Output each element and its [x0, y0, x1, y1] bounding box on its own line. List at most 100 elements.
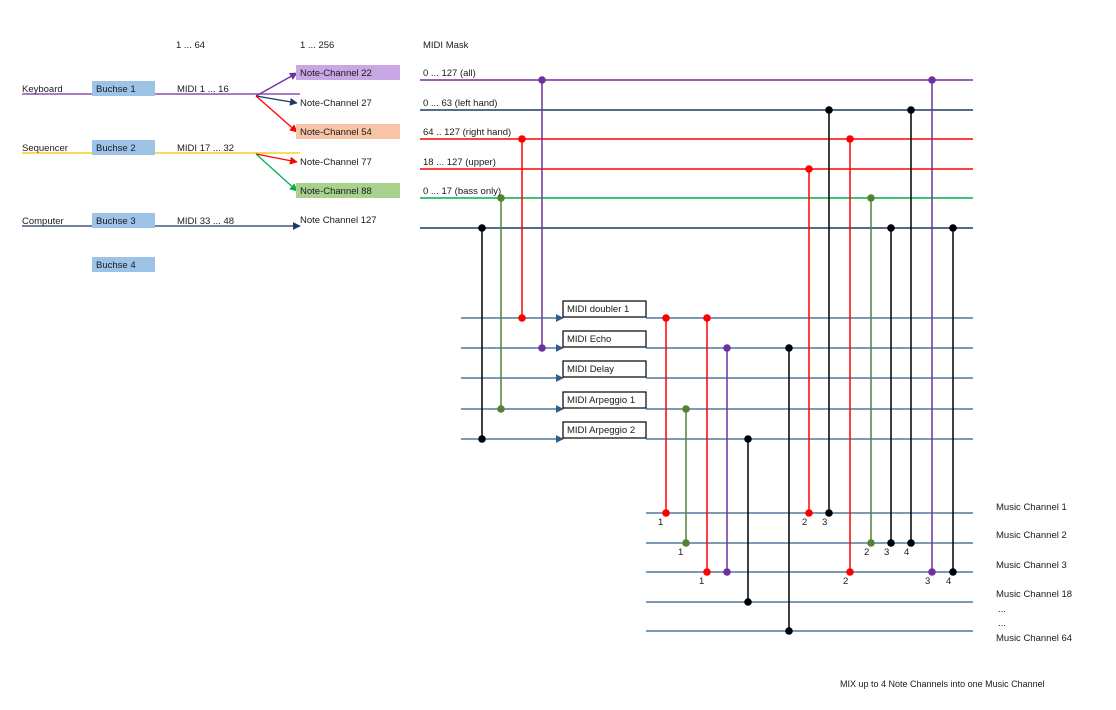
note-to-music-end-3 [846, 568, 854, 576]
effect-to-music-end-6 [785, 627, 793, 635]
effect-label-5: MIDI Arpeggio 2 [567, 425, 635, 436]
input-range-3: MIDI 33 ... 48 [177, 216, 234, 227]
note-to-music-start-6 [907, 106, 915, 114]
music-channel-label-5: Music Channel 64 [996, 633, 1072, 644]
note-to-effect-start-2 [497, 194, 505, 202]
midi-mask-2: 0 ... 63 (left hand) [423, 98, 497, 109]
fanout-arrow-1 [255, 72, 298, 97]
note-to-music-end-8 [949, 568, 957, 576]
note-to-music-num-2: 3 [822, 517, 827, 528]
note-to-effect-end-2 [497, 405, 505, 413]
effect-label-1: MIDI doubler 1 [567, 304, 629, 315]
midi-mask-3: 64 .. 127 (right hand) [423, 127, 511, 138]
effect-to-music-end-3 [703, 568, 711, 576]
effect-box-3 [562, 360, 647, 378]
note-channel-label-3: Note-Channel 54 [300, 127, 372, 138]
socket-label-3: Buchse 3 [96, 216, 136, 227]
effect-to-music-num-2: 1 [678, 547, 683, 558]
fanout-arrow-3 [255, 95, 298, 133]
note-to-music-end-6 [907, 539, 915, 547]
header-range-256: 1 ... 256 [300, 40, 334, 51]
music-channel-label-1: Music Channel 1 [996, 502, 1067, 513]
socket-label-1: Buchse 1 [96, 84, 136, 95]
note-to-music-start-2 [825, 106, 833, 114]
music-ellipsis-2: ... [998, 618, 1006, 629]
note-channel-label-5: Note-Channel 88 [300, 186, 372, 197]
socket-label-2: Buchse 2 [96, 143, 136, 154]
fanout-arrow-4 [255, 153, 298, 165]
footer-note: MIX up to 4 Note Channels into one Music… [840, 679, 1045, 689]
input-label-3: Computer [22, 216, 64, 227]
socket-label-4: Buchse 4 [96, 260, 136, 271]
note-to-effect-start-4 [538, 76, 546, 84]
effect-to-music-end-4 [723, 568, 731, 576]
note-to-effect-end-4 [538, 344, 546, 352]
note-channel-label-2: Note-Channel 27 [300, 98, 372, 109]
effect-box-2 [562, 330, 647, 348]
note-to-music-num-1: 2 [802, 517, 807, 528]
effect-to-music-start-5 [744, 435, 752, 443]
effect-to-music-start-3 [703, 314, 711, 322]
effect-label-2: MIDI Echo [567, 334, 611, 345]
effect-to-music-start-1 [662, 314, 670, 322]
header-midi-mask: MIDI Mask [423, 40, 469, 51]
music-channel-label-3: Music Channel 3 [996, 560, 1067, 571]
music-channel-label-4: Music Channel 18 [996, 589, 1072, 600]
note-to-music-num-7: 3 [925, 576, 930, 587]
header-range-64: 1 ... 64 [176, 40, 205, 51]
music-channel-label-2: Music Channel 2 [996, 530, 1067, 541]
note-channel-box-1 [296, 65, 400, 80]
effect-box-1 [562, 300, 647, 318]
note-to-music-end-4 [867, 539, 875, 547]
note-channel-label-1: Note-Channel 22 [300, 68, 372, 79]
input-label-1: Keyboard [22, 84, 63, 95]
input-range-1: MIDI 1 ... 16 [177, 84, 229, 95]
note-to-music-end-2 [825, 509, 833, 517]
effect-to-music-start-6 [785, 344, 793, 352]
note-to-music-start-8 [949, 224, 957, 232]
note-to-music-start-5 [887, 224, 895, 232]
note-to-music-start-1 [805, 165, 813, 173]
note-to-effect-end-1 [478, 435, 486, 443]
music-ellipsis-1: ... [998, 604, 1006, 615]
socket-box-1 [92, 81, 155, 96]
note-to-music-end-7 [928, 568, 936, 576]
note-channel-box-5 [296, 183, 400, 198]
input-range-2: MIDI 17 ... 32 [177, 143, 234, 154]
effect-to-music-num-3: 1 [699, 576, 704, 587]
socket-box-2 [92, 140, 155, 155]
effect-to-music-start-4 [723, 344, 731, 352]
midi-mask-5: 0 ... 17 (bass only) [423, 186, 501, 197]
note-channel-label-6: Note Channel 127 [300, 215, 377, 226]
note-to-music-end-1 [805, 509, 813, 517]
note-to-music-num-3: 2 [843, 576, 848, 587]
effect-box-4 [562, 391, 647, 409]
effect-label-4: MIDI Arpeggio 1 [567, 395, 635, 406]
note-to-music-start-4 [867, 194, 875, 202]
midi-mask-1: 0 ... 127 (all) [423, 68, 476, 79]
input-label-2: Sequencer [22, 143, 68, 154]
note-to-music-end-5 [887, 539, 895, 547]
note-to-music-num-6: 4 [904, 547, 909, 558]
note-to-effect-start-1 [478, 224, 486, 232]
effect-box-5 [562, 421, 647, 439]
effect-to-music-end-5 [744, 598, 752, 606]
junction-dots [478, 76, 957, 635]
note-to-effect-start-3 [518, 135, 526, 143]
note-to-music-num-4: 2 [864, 547, 869, 558]
fanout-arrow-2 [255, 95, 298, 106]
note-to-music-start-7 [928, 76, 936, 84]
note-channel-label-4: Note-Channel 77 [300, 157, 372, 168]
note-to-music-num-5: 3 [884, 547, 889, 558]
fanout-arrow-5 [255, 153, 298, 192]
midi-mask-4: 18 ... 127 (upper) [423, 157, 496, 168]
note-to-effect-end-3 [518, 314, 526, 322]
effect-to-music-end-1 [662, 509, 670, 517]
connection-lines [22, 72, 973, 632]
effect-to-music-end-2 [682, 539, 690, 547]
socket-box-4 [92, 257, 155, 272]
note-to-music-start-3 [846, 135, 854, 143]
effect-to-music-start-2 [682, 405, 690, 413]
